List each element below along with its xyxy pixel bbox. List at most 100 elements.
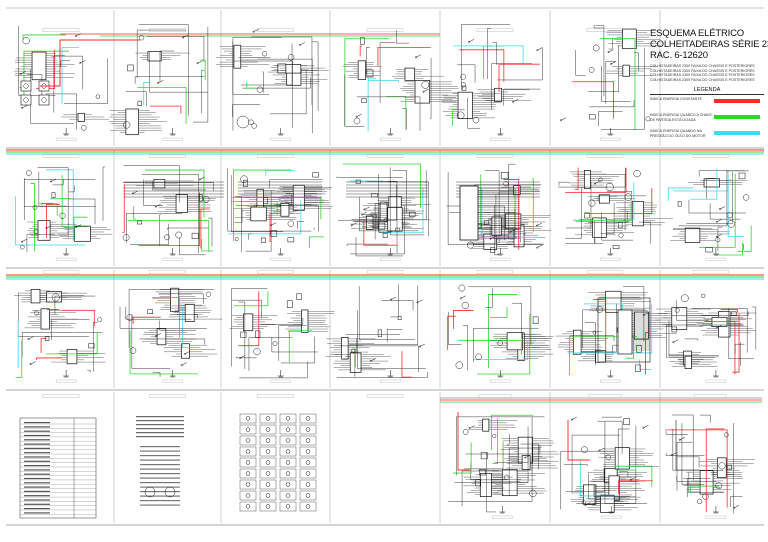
wire xyxy=(73,216,88,242)
lamp-symbol xyxy=(272,341,278,346)
switch-contact xyxy=(642,314,645,317)
panel-caption-box xyxy=(270,257,291,261)
wire xyxy=(270,70,307,115)
symbol-cell xyxy=(299,468,317,479)
wire xyxy=(447,315,456,350)
symbol-cell xyxy=(279,479,297,490)
model-line: COLHEITADEIRAS 2300 FAIXA DO CHASSIS E P… xyxy=(650,73,755,78)
wire xyxy=(342,163,422,208)
wire xyxy=(429,57,432,120)
relay-symbol xyxy=(479,469,486,476)
wire xyxy=(297,221,305,229)
motor-symbol xyxy=(472,116,480,124)
wire xyxy=(565,468,606,492)
wire xyxy=(51,319,90,341)
symbol-glyph xyxy=(305,482,311,487)
connector-block xyxy=(285,64,302,74)
legend-row-constant: INDICA ENERGIA CONSTANTE xyxy=(650,97,764,111)
symbol-glyph xyxy=(245,471,251,476)
connector-block xyxy=(684,227,701,243)
switch-contact xyxy=(524,456,527,459)
wire xyxy=(377,46,431,67)
switch-contact xyxy=(719,208,721,211)
relay-symbol xyxy=(361,98,367,103)
wire xyxy=(125,91,147,107)
lamp-symbol xyxy=(592,44,600,52)
wire xyxy=(149,105,182,114)
relay-symbol xyxy=(260,237,266,243)
wire xyxy=(671,311,749,317)
wire xyxy=(569,336,637,376)
wire xyxy=(346,243,389,246)
wire xyxy=(46,204,60,238)
wire xyxy=(571,434,621,494)
connector-block xyxy=(357,60,366,80)
list-text-mark xyxy=(140,464,180,466)
wire xyxy=(200,208,210,249)
wire xyxy=(493,208,516,239)
wire xyxy=(448,312,462,345)
wire xyxy=(593,484,630,497)
wire xyxy=(374,203,387,240)
switch-contact xyxy=(196,62,199,65)
lamp-symbol xyxy=(462,429,469,435)
wire xyxy=(565,187,582,239)
wire xyxy=(131,314,171,369)
wire xyxy=(379,42,396,103)
wire-red xyxy=(457,412,470,471)
lamp-symbol xyxy=(287,54,295,61)
lamp-symbol xyxy=(383,218,388,223)
panel-title-box xyxy=(366,394,404,398)
lamp-symbol xyxy=(421,80,430,89)
switch-contact xyxy=(512,100,514,103)
list-text-mark xyxy=(140,477,180,479)
wire xyxy=(152,181,207,191)
wire xyxy=(618,480,654,494)
wire xyxy=(386,96,407,131)
connector-block xyxy=(388,196,402,208)
symbol-cell xyxy=(259,490,277,501)
wire xyxy=(123,165,180,203)
connector-block xyxy=(175,194,188,213)
switch-contact xyxy=(418,345,421,348)
relay-symbol xyxy=(191,232,199,239)
wire xyxy=(232,37,282,131)
wire-red xyxy=(567,420,590,461)
symbol-glyph xyxy=(305,416,311,421)
symbol-cell xyxy=(299,413,317,424)
connector-block xyxy=(184,304,195,323)
wire xyxy=(485,287,493,308)
wire xyxy=(179,237,206,256)
panel-title-box xyxy=(366,28,404,32)
wire xyxy=(182,307,201,348)
symbol-cell xyxy=(259,435,277,446)
symbol-cell xyxy=(239,446,257,457)
wire xyxy=(614,465,653,488)
wire xyxy=(676,441,693,491)
panel-caption-box xyxy=(55,379,77,383)
wire xyxy=(573,197,632,221)
switch-contact xyxy=(360,213,363,216)
wire xyxy=(239,361,308,379)
lamp-symbol xyxy=(460,82,467,88)
connector-block xyxy=(598,194,610,204)
wire xyxy=(665,453,705,456)
lamp-symbol xyxy=(123,121,131,129)
lamp-symbol xyxy=(22,37,30,45)
wire xyxy=(351,170,427,220)
switch-contact xyxy=(459,297,462,300)
wire xyxy=(15,340,23,378)
model-list: COLHEITADEIRAS 2300 FAIXA DO CHASSIS E P… xyxy=(650,64,764,82)
symbol-cell xyxy=(299,479,317,490)
symbol-cell xyxy=(279,490,297,501)
wire xyxy=(389,167,425,236)
wire xyxy=(158,293,204,304)
switch-contact xyxy=(416,301,419,304)
wire xyxy=(452,45,524,64)
wire xyxy=(581,303,617,353)
symbol-glyph xyxy=(285,427,291,432)
lamp-symbol xyxy=(592,330,597,335)
relay-symbol xyxy=(199,194,203,202)
lamp-symbol xyxy=(596,306,603,313)
symbol-cell xyxy=(279,424,297,435)
